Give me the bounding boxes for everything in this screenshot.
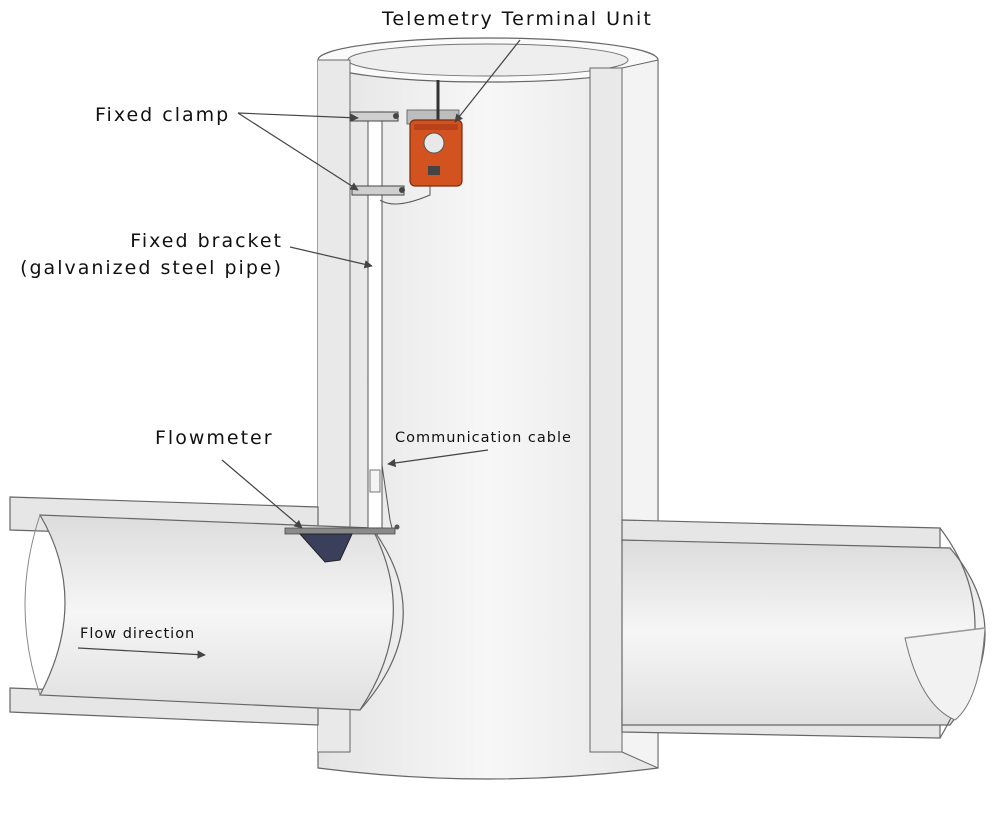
left-pipe [9, 496, 404, 726]
flowmeter-label: Flowmeter [155, 427, 274, 449]
fixed-bracket-sublabel: (galvanized steel pipe) [20, 257, 283, 279]
fixed-clamp-bottom [351, 185, 405, 196]
fixed-bracket-label: Fixed bracket [130, 230, 283, 252]
telemetry-terminal-unit-label: Telemetry Terminal Unit [382, 8, 653, 30]
communication-cable-label: Communication cable [395, 430, 572, 446]
fixed-clamp-top [349, 111, 399, 122]
fixed-clamp-label: Fixed clamp [95, 104, 231, 126]
leader-lines [77, 39, 521, 659]
flowmeter-device [284, 524, 400, 563]
right-pipe [621, 519, 986, 739]
flow-direction-label: Flow direction [80, 626, 196, 642]
telemetry-terminal-unit [406, 80, 463, 187]
